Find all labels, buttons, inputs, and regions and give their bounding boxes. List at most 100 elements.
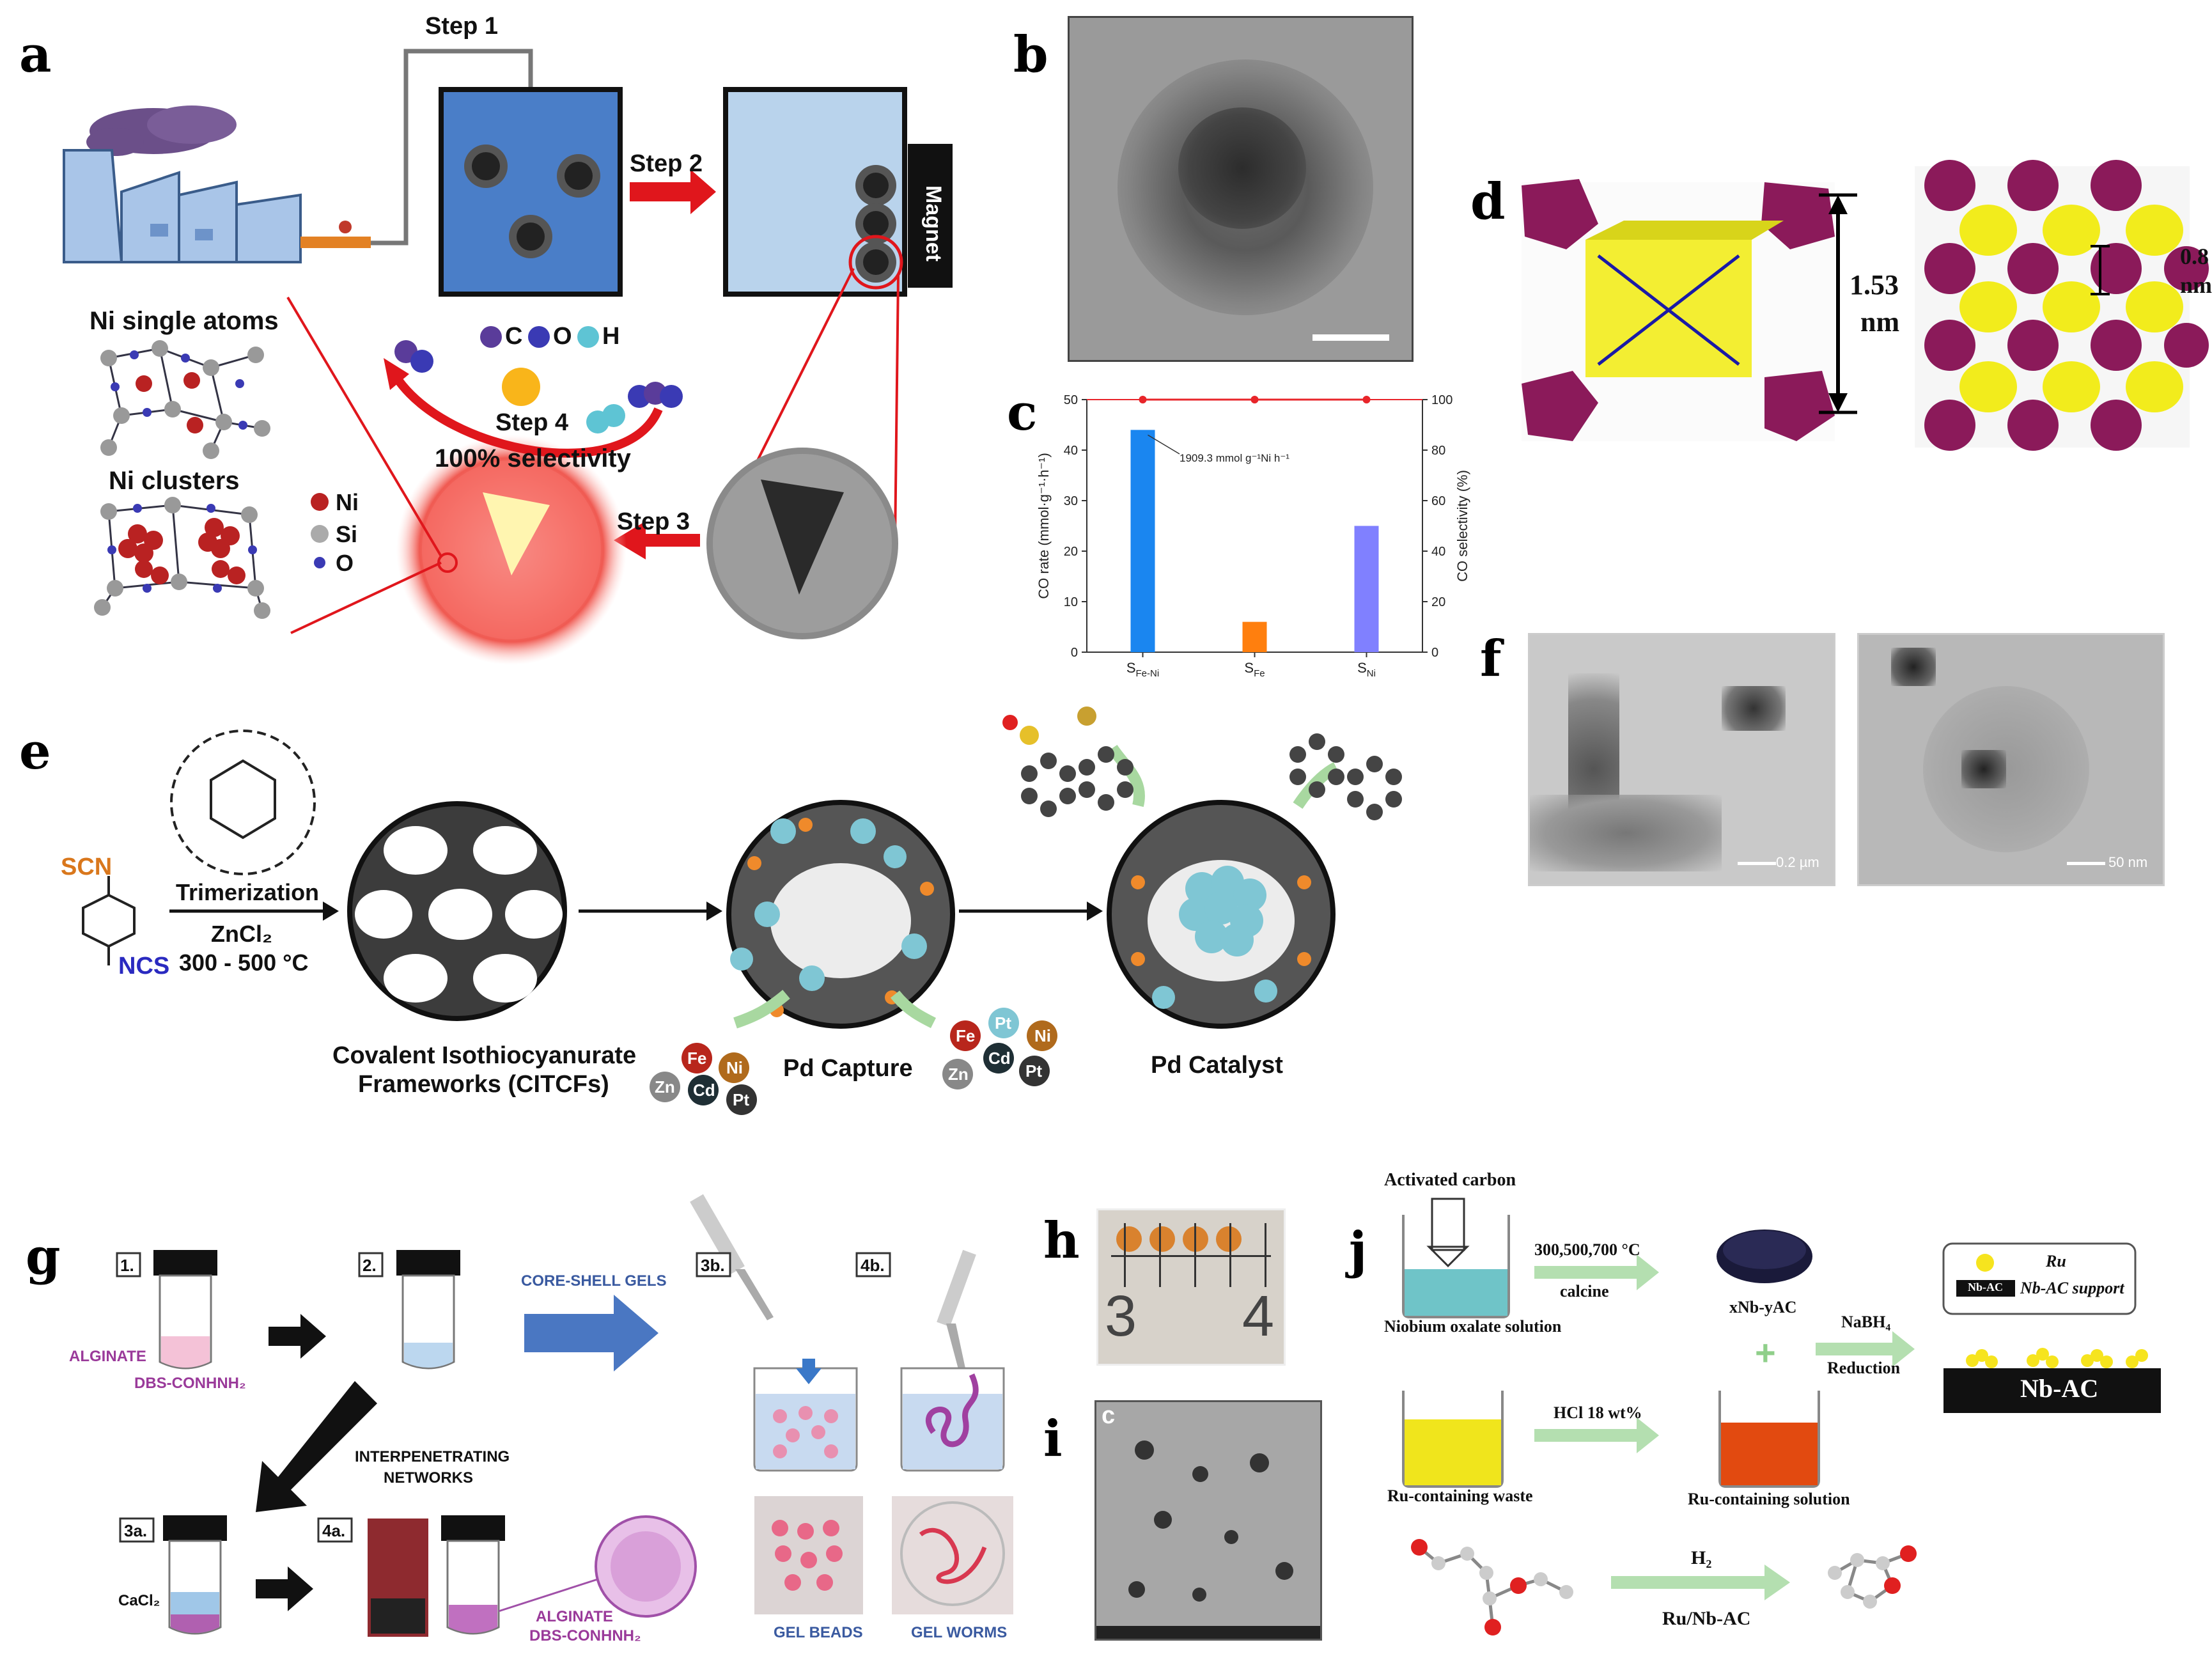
metal-label-cd-right: Cd	[988, 1049, 1011, 1068]
label-alginate: ALGINATE	[69, 1348, 146, 1365]
metal-label-zn-left: Zn	[655, 1077, 675, 1097]
x-tick-label: SFe	[1244, 660, 1265, 679]
label-dbs-2: DBS-CONHNH₂	[529, 1627, 641, 1644]
selectivity-point	[1139, 396, 1147, 403]
label-xnb: xNb-yAC	[1729, 1298, 1797, 1316]
label-citcf-line2: Frameworks (CITCFs)	[358, 1071, 609, 1098]
panel-label-f: f	[1480, 630, 1502, 688]
label-pd-catalyst: Pd Catalyst	[1151, 1052, 1283, 1079]
legend-si: Si	[336, 521, 358, 547]
label-h2: H₂	[1691, 1547, 1712, 1568]
chart-annotation: 1909.3 mmol g⁻¹Ni h⁻¹	[1180, 452, 1289, 464]
legend-h: H	[602, 323, 620, 350]
metal-label-pt-right: Pt	[1025, 1061, 1042, 1081]
label-citcf-line1: Covalent Isothiocyanurate	[332, 1042, 637, 1069]
label-reduction: Reduction	[1827, 1359, 1901, 1377]
gel-worms-photo	[892, 1496, 1013, 1614]
arrow-step3	[614, 521, 700, 559]
metal-label-cd-left: Cd	[693, 1081, 715, 1100]
tem-image-i: c	[1094, 1400, 1322, 1641]
dim1-value: 1.53	[1850, 269, 1899, 301]
label-alginate-2: ALGINATE	[536, 1608, 613, 1625]
arrow-core-shell	[524, 1295, 658, 1371]
tem-i-corner-label: c	[1102, 1402, 1116, 1429]
legend-o: O	[553, 323, 572, 350]
dim1-unit: nm	[1860, 306, 1900, 338]
tem-image-f-right: 50 nm	[1857, 633, 2165, 886]
y2-tick-label: 80	[1431, 444, 1445, 458]
label-ni-single-atoms: Ni single atoms	[90, 307, 279, 335]
label-nbac-block: Nb-AC	[2020, 1374, 2099, 1403]
scale-label-f-right: 50 nm	[2108, 854, 2148, 870]
label-ipn-line1: INTERPENETRATING	[355, 1448, 510, 1465]
label-scn: SCN	[61, 854, 113, 880]
y2-tick-label: 40	[1431, 545, 1445, 559]
y-tick-label: 10	[1064, 595, 1078, 609]
x-tick-label: SFe-Ni	[1126, 660, 1159, 679]
panel-label-h: h	[1043, 1212, 1080, 1270]
magnet-block	[908, 144, 953, 288]
arrow-step2	[630, 169, 716, 214]
nb-ac-support-block	[1943, 1368, 2161, 1413]
metal-label-fe-left: Fe	[687, 1049, 707, 1068]
valve-pipe	[300, 237, 371, 248]
y2-tick-label: 60	[1431, 494, 1445, 508]
step-g-4a: 4a.	[322, 1521, 346, 1540]
panel-label-d: d	[1470, 173, 1506, 231]
y-axis-label: CO rate (mmol·g⁻¹·h⁻¹)	[1036, 453, 1052, 599]
metal-pt-right	[1019, 1056, 1050, 1086]
selectivity-point	[1362, 396, 1371, 403]
bar-s-fe	[1242, 621, 1267, 652]
tem-image-b	[1068, 16, 1414, 362]
label-ru-waste: Ru-containing waste	[1387, 1487, 1533, 1505]
panel-label-i: i	[1043, 1410, 1063, 1468]
metal-pt-left	[726, 1084, 757, 1115]
label-ru-nbac: Ru/Nb-AC	[1662, 1608, 1751, 1629]
scale-bar	[1312, 334, 1389, 341]
y2-axis-label: CO selectivity (%)	[1454, 470, 1470, 582]
panel-label-e: e	[19, 722, 51, 781]
svg-text:+: +	[1755, 1332, 1776, 1373]
metal-label-zn-right: Zn	[948, 1065, 969, 1084]
label-trimerization: Trimerization	[176, 879, 320, 905]
y-tick-label: 20	[1064, 545, 1078, 559]
panel-label-c: c	[1007, 384, 1038, 442]
y-tick-label: 30	[1064, 494, 1078, 508]
label-nabh4: NaBH₄	[1841, 1313, 1891, 1331]
label-gel-worms: GEL WORMS	[911, 1624, 1008, 1641]
metal-fe-right	[950, 1020, 981, 1051]
panel-label-j: j	[1349, 1221, 1367, 1279]
scale-label-f-left: 0.2 µm	[1776, 854, 1819, 870]
legend-ni: Ni	[336, 489, 359, 515]
label-selectivity: 100% selectivity	[435, 444, 631, 472]
bar-s-ni	[1354, 526, 1379, 652]
label-nbac-box: Nb-AC	[1968, 1281, 2004, 1293]
label-ipn-line2: NETWORKS	[384, 1469, 473, 1487]
label-step4: Step 4	[495, 409, 569, 436]
y-tick-label: 50	[1064, 393, 1078, 407]
step-g-3b: 3b.	[701, 1256, 725, 1275]
label-step3: Step 3	[617, 508, 690, 535]
panel-label-b: b	[1013, 26, 1048, 84]
metal-label-fe-right: Fe	[956, 1026, 976, 1045]
label-zncl2: ZnCl₂	[211, 921, 272, 947]
metal-cd-left	[688, 1075, 719, 1105]
label-temp: 300 - 500 °C	[179, 949, 309, 976]
label-niobium-solution: Niobium oxalate solution	[1384, 1317, 1562, 1336]
label-ru-legend: Ru	[2046, 1252, 2066, 1270]
dim2-value: 0.8	[2180, 244, 2209, 269]
y2-tick-label: 100	[1431, 393, 1453, 407]
metal-pd-right	[988, 1008, 1019, 1038]
factory-icon	[63, 149, 302, 263]
selectivity-point	[1250, 396, 1259, 403]
metal-label-pd-right: Pt	[995, 1013, 1011, 1033]
sun-icon	[502, 368, 540, 406]
label-core-shell: CORE-SHELL GELS	[521, 1272, 667, 1290]
label-ncs: NCS	[118, 953, 170, 980]
x-tick-label: SNi	[1357, 660, 1376, 679]
step-g-1: 1.	[120, 1256, 134, 1275]
